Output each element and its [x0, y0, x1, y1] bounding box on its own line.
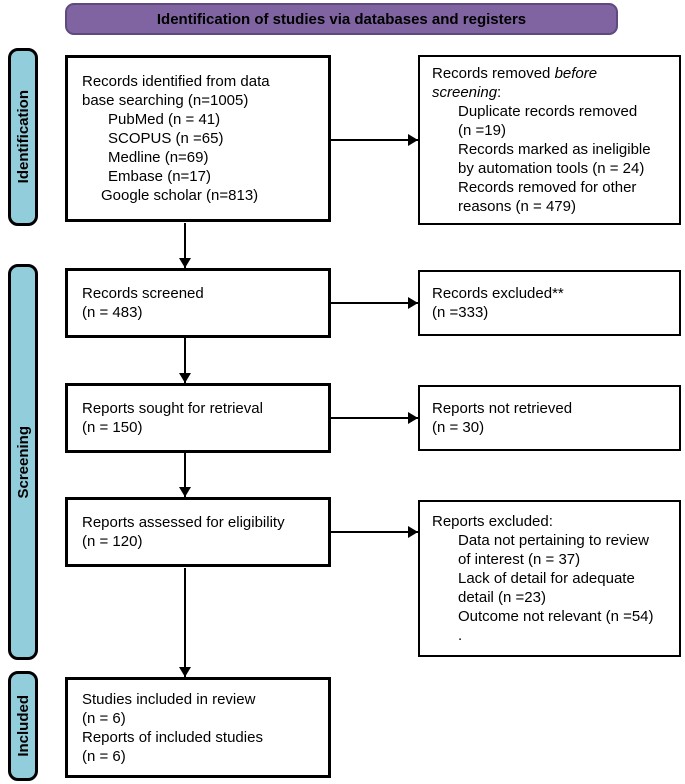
- box-studies-included: Studies included in review (n = 6) Repor…: [65, 677, 331, 778]
- text-line: Records excluded**: [432, 285, 564, 302]
- text-line: (n = 150): [82, 419, 143, 436]
- text-line: Lack of detail for adequate: [458, 570, 635, 587]
- box-reports-sought: Reports sought for retrieval (n = 150): [65, 383, 331, 453]
- text-line: reasons (n = 479): [458, 198, 576, 215]
- header-title: Identification of studies via databases …: [156, 10, 527, 28]
- text-line: .: [458, 627, 463, 644]
- text-line: base searching (n=1005): [82, 92, 249, 109]
- right-arrow-icon: [331, 297, 418, 309]
- text-line: Records screened: [82, 285, 204, 302]
- text-line: by automation tools (n = 24): [458, 160, 645, 177]
- down-arrow-icon: [179, 223, 191, 268]
- right-arrow-icon: [331, 134, 418, 146]
- text-line: Studies included in review: [82, 690, 256, 708]
- down-arrow-icon: [179, 453, 191, 497]
- down-arrow-icon: [179, 338, 191, 383]
- text-line: Reports excluded:: [432, 513, 553, 530]
- text-line: PubMed (n = 41): [108, 111, 221, 128]
- text-line: Records identified from data: [82, 73, 270, 90]
- text-line: detail (n =23): [458, 589, 546, 606]
- text-line: Duplicate records removed: [458, 103, 638, 120]
- text-line: (n = 6): [82, 747, 126, 765]
- text-line: Embase (n=17): [108, 168, 211, 185]
- stage-screening: Screening: [8, 264, 38, 660]
- text-line: SCOPUS (n =65): [108, 130, 224, 147]
- text-line: (n =333): [432, 304, 489, 321]
- text-line: (n = 30): [432, 419, 485, 436]
- text-line: Records removed for other: [458, 179, 637, 196]
- box-reports-not-retrieved: Reports not retrieved (n = 30): [418, 385, 681, 451]
- stage-identification: Identification: [8, 48, 38, 226]
- box-reports-assessed: Reports assessed for eligibility (n = 12…: [65, 497, 331, 567]
- text-line: of interest (n = 37): [458, 551, 581, 568]
- text-line: Reports sought for retrieval: [82, 400, 263, 417]
- text-line: Records removed before: [432, 65, 598, 82]
- text-line: screening:: [432, 84, 502, 101]
- box-records-identified: Records identified from data base search…: [65, 55, 331, 222]
- header-banner: Identification of studies via databases …: [65, 3, 618, 35]
- stage-identification-label: Identification: [14, 90, 32, 184]
- box-records-screened: Records screened (n = 483): [65, 268, 331, 338]
- text-line: Reports assessed for eligibility: [82, 514, 285, 531]
- down-arrow-icon: [179, 568, 191, 677]
- text-line: Data not pertaining to review: [458, 532, 649, 549]
- text-line: (n = 120): [82, 533, 143, 550]
- stage-screening-label: Screening: [14, 425, 32, 499]
- box-records-removed: Records removed before screening: Duplic…: [418, 55, 681, 225]
- right-arrow-icon: [331, 412, 418, 424]
- text-line: Outcome not relevant (n =54): [458, 608, 654, 625]
- stage-included-label: Included: [14, 695, 32, 757]
- box-records-excluded: Records excluded** (n =333): [418, 270, 681, 336]
- text-line: Medline (n=69): [108, 149, 209, 166]
- box-reports-excluded: Reports excluded: Data not pertaining to…: [418, 500, 681, 657]
- text-line: Reports not retrieved: [432, 400, 573, 417]
- text-line: (n = 483): [82, 304, 143, 321]
- stage-included: Included: [8, 671, 38, 781]
- text-line: Records marked as ineligible: [458, 141, 651, 158]
- text-line: (n = 6): [82, 709, 126, 727]
- right-arrow-icon: [331, 526, 418, 538]
- text-line: Google scholar (n=813): [101, 187, 259, 204]
- text-line: (n =19): [458, 122, 506, 139]
- text-line: Reports of included studies: [82, 728, 263, 746]
